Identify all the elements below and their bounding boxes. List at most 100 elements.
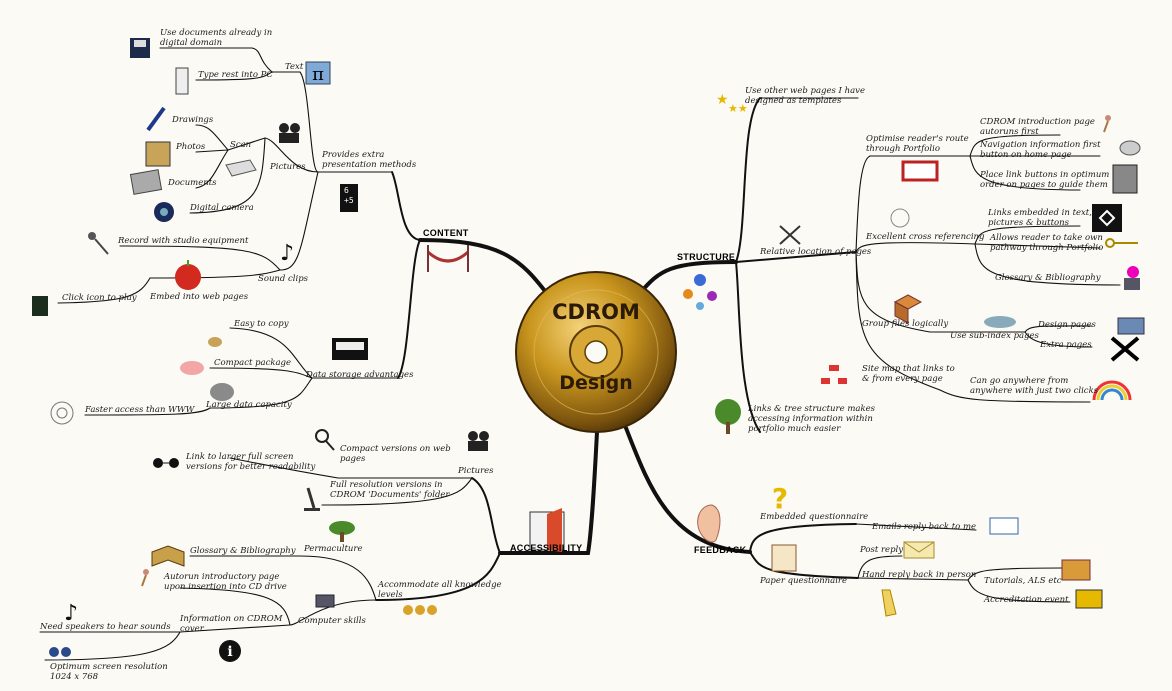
- label-design-pages: Design pages: [1038, 320, 1096, 330]
- rabbit-icon: [208, 337, 222, 347]
- spider-web-icon: [50, 401, 74, 425]
- speaker-icon: [32, 296, 48, 316]
- office-desk-icon: [1117, 317, 1145, 335]
- hand-delivery-icon: [881, 589, 897, 617]
- label-optimise: Optimise reader's route through Portfoli…: [866, 134, 969, 154]
- label-accreditation: Accreditation event: [984, 595, 1069, 605]
- ear-icon: [697, 504, 721, 543]
- label-cross-ref: Excellent cross referencing: [866, 232, 985, 242]
- center-title-line2: Design: [559, 372, 633, 394]
- label-pictures: Pictures: [270, 162, 306, 172]
- label-embed: Embed into web pages: [150, 292, 249, 302]
- molecule-icon: [683, 274, 717, 310]
- cross-icon: [1110, 336, 1140, 362]
- branch-feedback: FEEDBACK: [694, 545, 747, 555]
- label-computer-skills: Computer skills: [298, 616, 366, 626]
- label-tutorials: Tutorials, ALS etc: [984, 576, 1062, 586]
- binoculars-icon: [49, 647, 71, 657]
- label-click-icon: Click icon to play: [62, 293, 137, 303]
- link-symbol-icon: [1092, 204, 1122, 232]
- label-glossary-acc: Glossary & Bibliography: [190, 546, 296, 556]
- disc-drive-icon: [1119, 140, 1141, 156]
- label-faster-access: Faster access than WWW: [85, 405, 195, 415]
- tree-icon: [715, 399, 741, 434]
- label-emails: Emails reply back to me: [872, 522, 977, 532]
- svg-text:♪: ♪: [64, 601, 78, 626]
- pencil-icon: [146, 106, 166, 132]
- label-sub-index: Use sub-index pages: [950, 331, 1039, 341]
- microphone-icon: [88, 232, 109, 255]
- label-intro-page: CDROM introduction page autoruns first: [980, 117, 1095, 137]
- label-extra-pages: Extra pages: [1040, 340, 1092, 350]
- scanner-icon: [225, 159, 257, 177]
- branch-content: CONTENT: [423, 228, 469, 238]
- floppy-disk-icon: [130, 38, 150, 58]
- svg-text:★★: ★★: [728, 102, 748, 115]
- people-group-icon: [403, 605, 437, 615]
- svg-text:i: i: [227, 644, 232, 660]
- building-photo-icon: [145, 141, 171, 167]
- calculator-icon: [340, 184, 358, 212]
- pig-icon: [180, 361, 204, 375]
- stars-icon: ★ ★★: [716, 92, 748, 115]
- label-record: Record with studio equipment: [118, 236, 249, 246]
- org-chart-icon: [821, 365, 847, 384]
- crossed-arrows-icon: [779, 225, 801, 245]
- center-title-line1: CDROM: [552, 300, 640, 324]
- pi-icon: π: [305, 61, 331, 85]
- email-icon: [989, 517, 1019, 535]
- info-icon: i: [219, 640, 241, 662]
- label-embedded-q: Embedded questionnaire: [760, 512, 869, 522]
- reader-icon: [1124, 266, 1140, 290]
- label-digital-camera: Digital camera: [190, 203, 254, 213]
- branch-structure: STRUCTURE: [677, 252, 736, 262]
- label-glossary-structure: Glossary & Bibliography: [995, 273, 1101, 283]
- label-extra-methods: Provides extra presentation methods: [322, 150, 417, 170]
- box-icon: [893, 294, 923, 324]
- label-group-files: Group files logically: [862, 319, 949, 329]
- label-scan: Scan: [230, 140, 252, 150]
- glasses-icon: [153, 458, 179, 468]
- label-links-embedded: Links embedded in text, pictures & butto…: [988, 208, 1092, 228]
- label-paper-q: Paper questionnaire: [760, 576, 848, 586]
- camera-icon: [154, 202, 174, 222]
- key-icon: [1105, 238, 1138, 248]
- running-man-icon: [1103, 115, 1111, 133]
- label-speakers: Need speakers to hear sounds: [40, 622, 171, 632]
- presentation-icon: [1075, 589, 1103, 609]
- movie-camera-icon-2: [468, 431, 489, 451]
- hammock-icon: [426, 245, 470, 272]
- door-icon: [1112, 164, 1138, 194]
- label-nav-info: Navigation information first button on h…: [980, 140, 1101, 160]
- documents-icon: [129, 169, 163, 195]
- label-full-res: Full resolution versions in CDROM 'Docum…: [330, 480, 450, 500]
- label-photos: Photos: [176, 142, 206, 152]
- envelope-icon: [903, 541, 935, 559]
- label-info-cover: Information on CDROM cover: [180, 614, 283, 634]
- apple-icon: [175, 260, 201, 290]
- label-resolution: Optimum screen resolution 1024 x 768: [50, 662, 168, 682]
- pc-tower-icon: [175, 67, 189, 95]
- label-digital-domain: Use documents already in digital domain: [160, 28, 273, 48]
- computer-icon: [315, 594, 335, 608]
- label-templates: Use other web pages I have designed as t…: [745, 86, 865, 106]
- label-hand: Hand reply back in person: [862, 570, 977, 580]
- main-branches: [375, 97, 859, 601]
- clipboard-icon: [771, 544, 797, 572]
- label-knowledge: Accommodate all knowledge levels: [378, 580, 502, 600]
- label-large-data: Large data capacity: [206, 400, 292, 410]
- shark-icon: [984, 316, 1016, 328]
- tutorial-people-icon: [1061, 559, 1091, 581]
- label-link-buttons: Place link buttons in optimum order on p…: [980, 170, 1110, 190]
- rainbow-icon: [1092, 380, 1132, 401]
- label-documents: Documents: [168, 178, 217, 188]
- label-anywhere: Can go anywhere from anywhere with just …: [970, 376, 1099, 396]
- web-icon: [890, 208, 910, 228]
- sub-branches: [39, 47, 1121, 661]
- cdrom-disc-icon: [515, 271, 677, 433]
- svg-text:?: ?: [772, 482, 788, 515]
- movie-camera-icon: [279, 123, 300, 143]
- label-easy-copy: Easy to copy: [234, 319, 289, 329]
- tree-icon-2: [329, 521, 355, 542]
